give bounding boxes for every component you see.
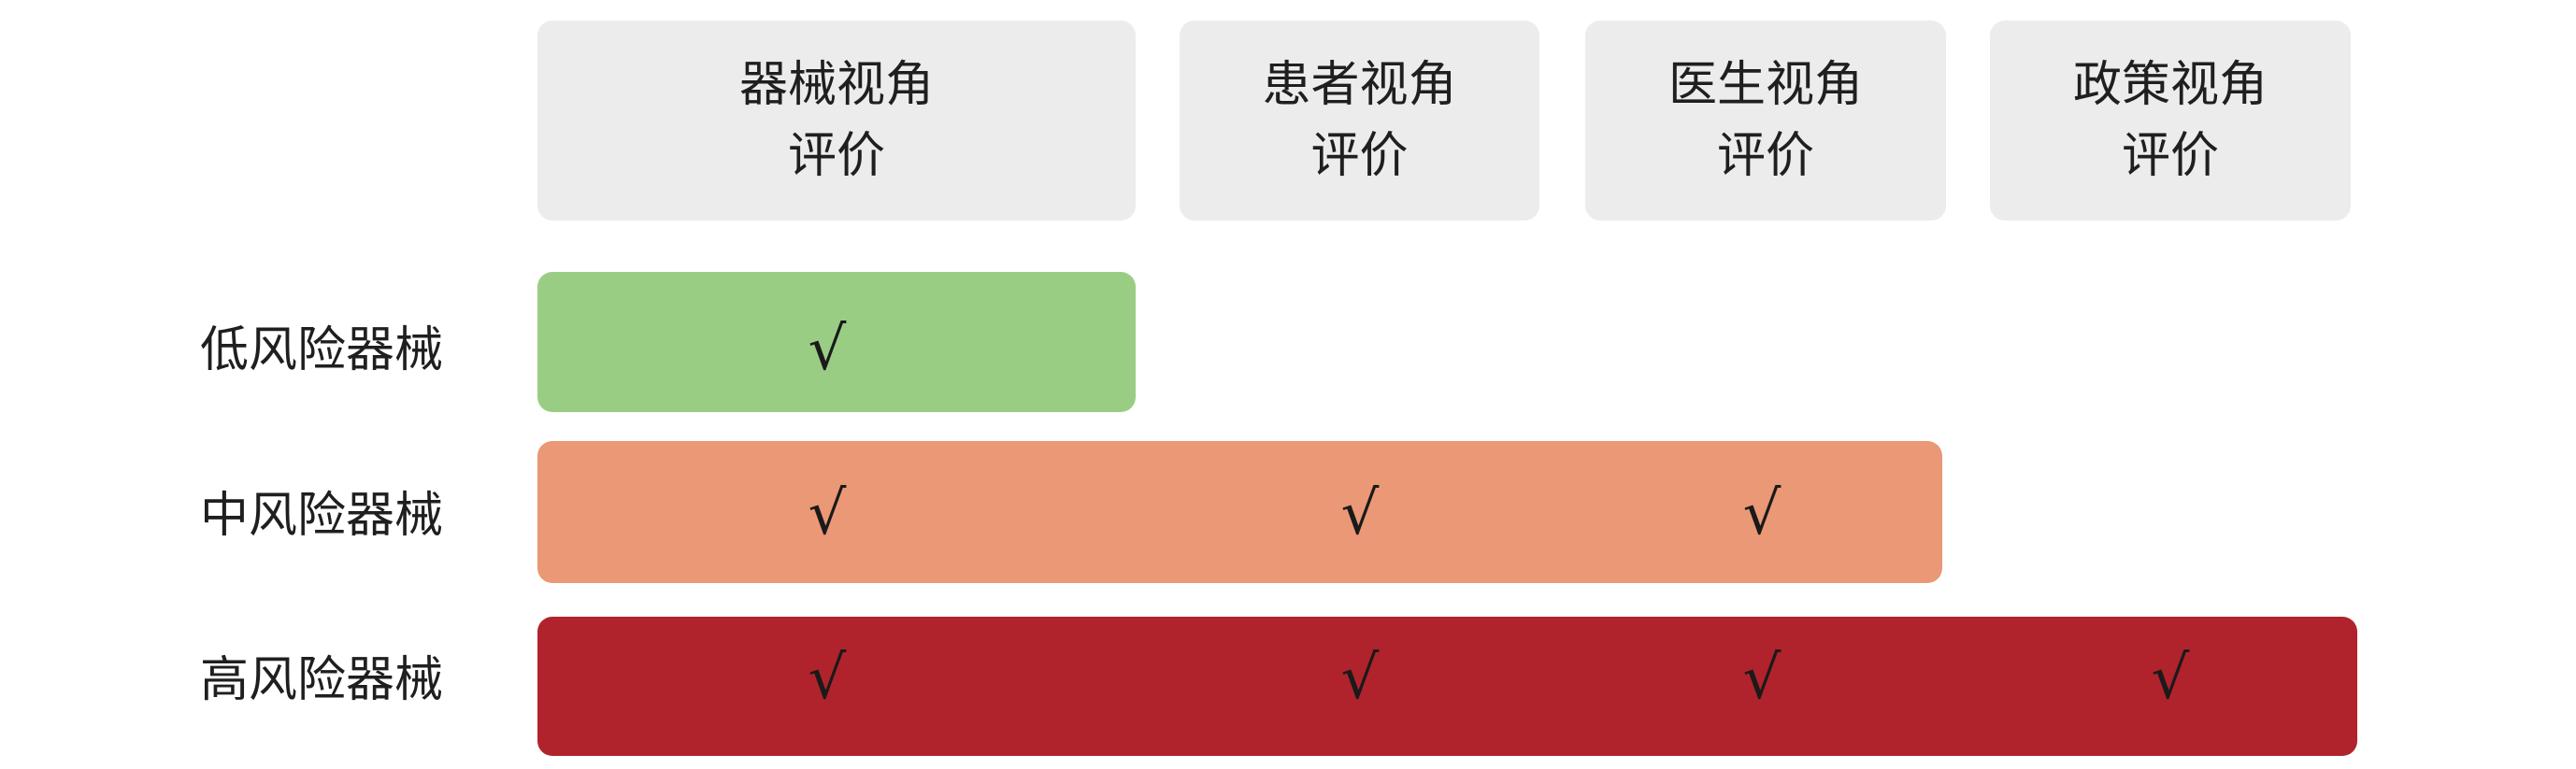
- check-mark-device: √: [808, 479, 847, 548]
- check-mark-doctor: √: [1742, 644, 1782, 713]
- header-line-2: 评价: [1310, 128, 1409, 184]
- high-risk-bar: [537, 617, 2357, 756]
- header-line-1: 患者视角: [1262, 57, 1457, 113]
- medium-risk-bar: [537, 441, 1942, 583]
- header-line-2: 评价: [1716, 128, 1814, 184]
- check-mark-policy: √: [2151, 644, 2190, 713]
- header-doctor-perspective: 医生视角 评价: [1585, 21, 1946, 221]
- check-mark-device: √: [808, 644, 847, 713]
- check-mark-patient: √: [1340, 479, 1380, 548]
- header-line-1: 政策视角: [2072, 57, 2268, 113]
- row-label-low-risk: 低风险器械: [200, 322, 444, 378]
- check-mark-patient: √: [1340, 644, 1380, 713]
- header-line-1: 器械视角: [738, 57, 934, 113]
- row-label-high-risk: 高风险器械: [200, 652, 444, 708]
- header-line-1: 医生视角: [1667, 57, 1863, 113]
- header-line-2: 评价: [2121, 128, 2219, 184]
- check-mark-doctor: √: [1742, 479, 1782, 548]
- header-device-perspective: 器械视角 评价: [537, 21, 1136, 221]
- header-patient-perspective: 患者视角 评价: [1180, 21, 1539, 221]
- header-policy-perspective: 政策视角 评价: [1990, 21, 2351, 221]
- header-line-2: 评价: [787, 128, 885, 184]
- row-label-medium-risk: 中风险器械: [200, 488, 444, 544]
- low-risk-bar: [537, 272, 1136, 412]
- check-mark-device: √: [808, 315, 847, 384]
